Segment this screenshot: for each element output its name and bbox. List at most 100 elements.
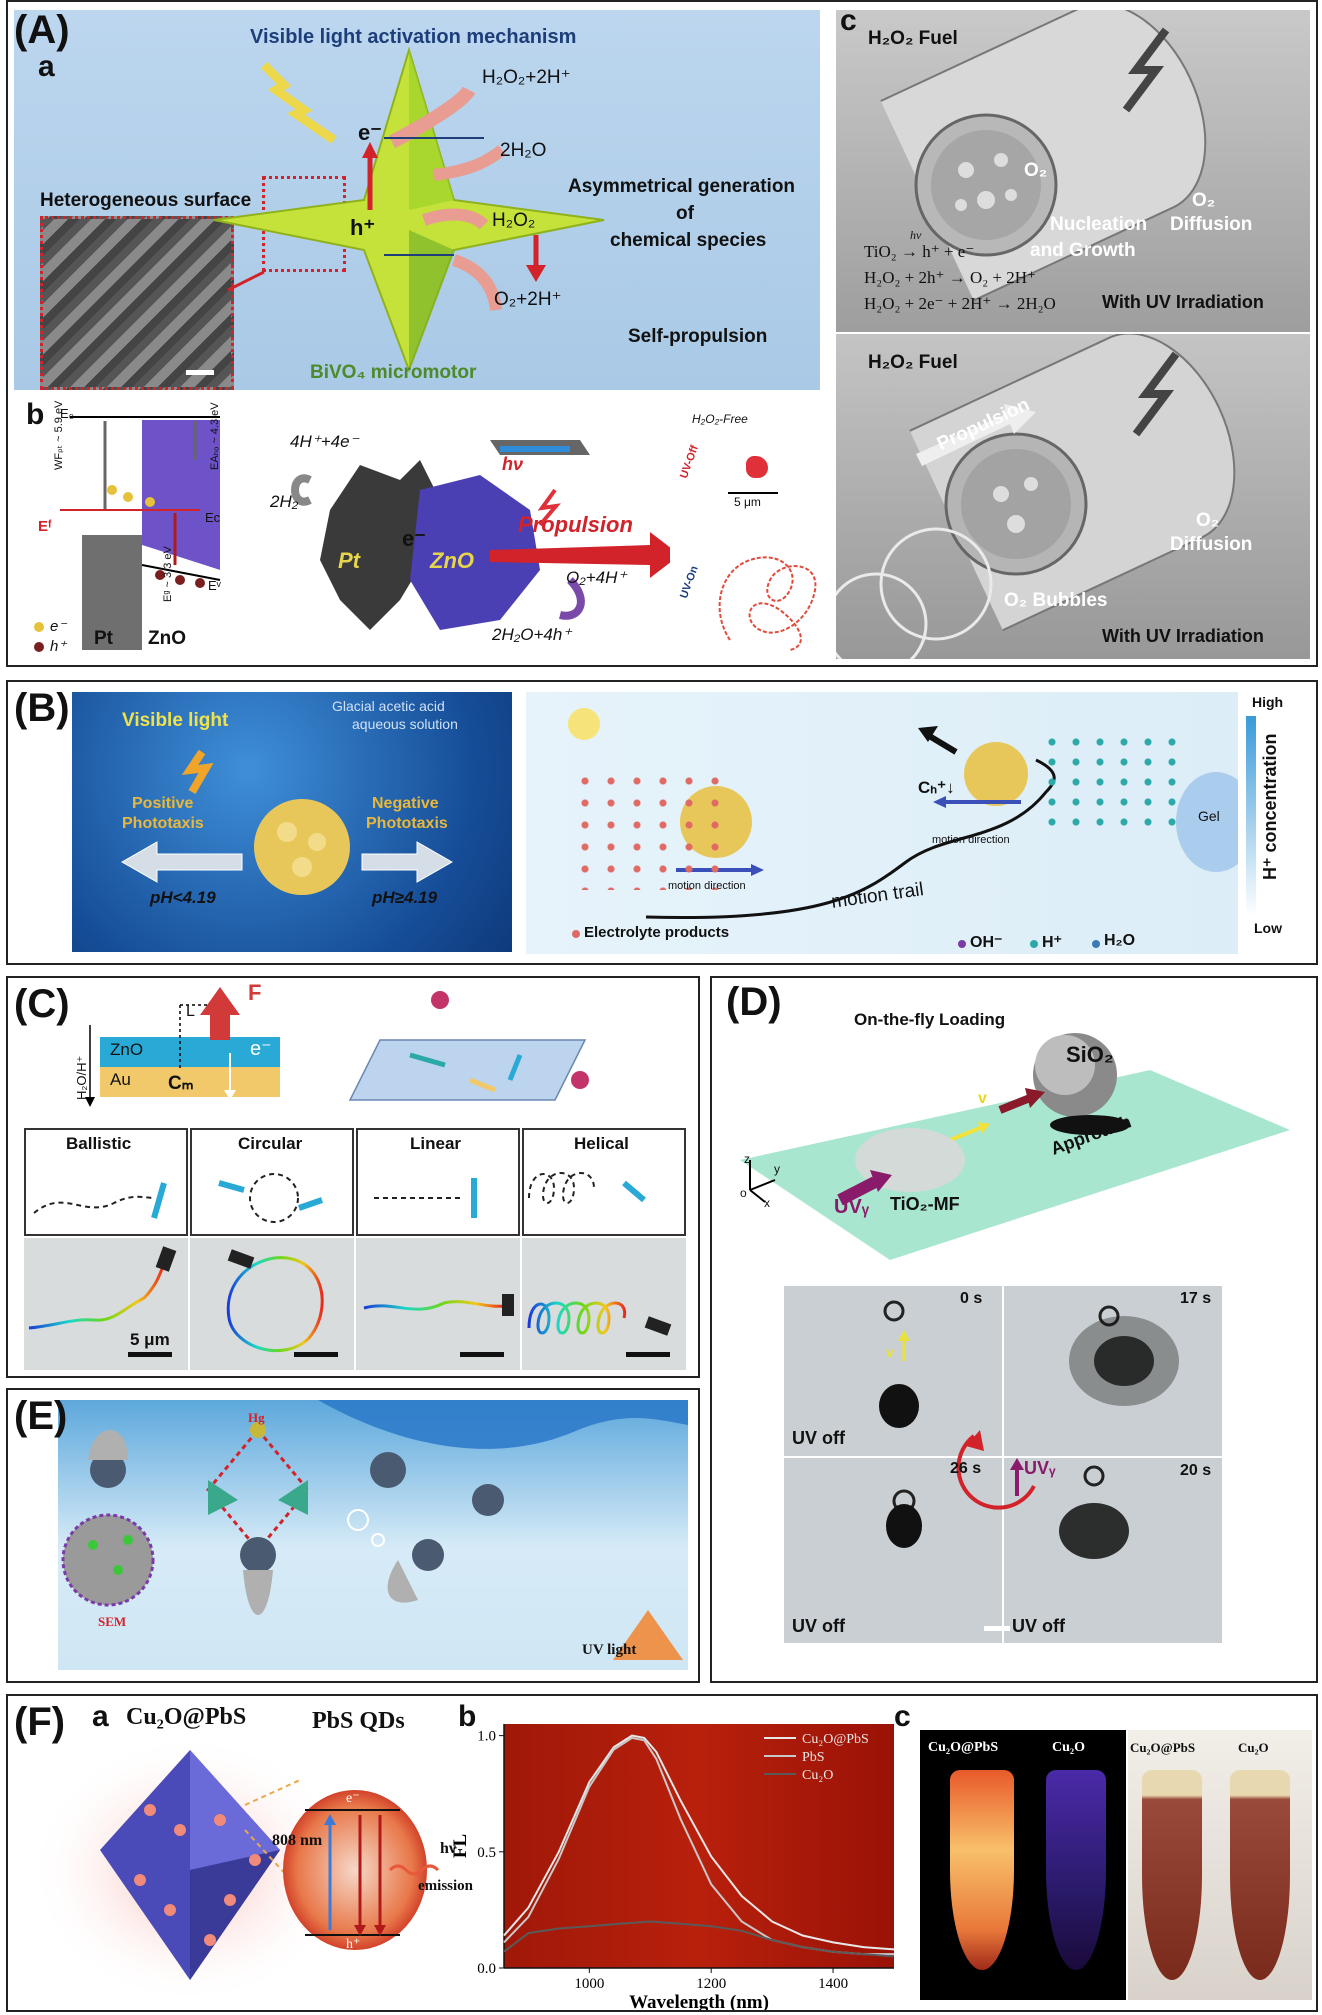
motion-dir-2: motion direction — [932, 834, 1010, 846]
band-wf: WFₚₜ ~ 5.9 eV — [53, 400, 65, 470]
propulsion-label: Propulsion — [518, 512, 633, 537]
mode-ballistic — [24, 1128, 188, 1236]
h-f: h⁺ — [346, 1937, 361, 1952]
emission-label: emission — [418, 1878, 474, 1894]
plot-background — [504, 1724, 894, 1968]
panel-a-a-title: Visible light activation mechanism — [250, 26, 577, 48]
panel-a-frame — [6, 0, 1318, 667]
oh-dot — [958, 940, 966, 948]
photo-tube-1 — [1142, 1770, 1202, 1980]
electrolyte-particles — [572, 770, 732, 890]
panel-d-title: On-the-fly Loading — [854, 1010, 1006, 1029]
scale-bar-c — [128, 1352, 172, 1357]
reaction-4: O₂+2H⁺ — [494, 289, 562, 310]
tio2-label: TiO₂-MF — [890, 1194, 960, 1214]
mode-circular — [190, 1128, 354, 1236]
series-line-2 — [503, 1920, 895, 1958]
force-label: F — [248, 980, 262, 1005]
trajectory-traces — [28, 1246, 672, 1353]
diffusion-bottom: Diffusion — [1170, 534, 1253, 555]
motor-pt: Pt — [338, 548, 360, 573]
legend-label-0: Cu₂O@PbS — [802, 1732, 869, 1747]
ion-particles — [1040, 732, 1190, 832]
trajectory-linear — [356, 1238, 520, 1370]
hv-small: hν — [910, 228, 922, 242]
o2-bottom-label: O₂ — [1196, 510, 1220, 531]
uv-on-trajectory — [718, 556, 817, 651]
nucleation-1: Nucleation — [1050, 214, 1148, 235]
pt-zno-motor — [291, 440, 670, 630]
uv-top: With UV Irradiation — [1102, 292, 1264, 312]
x-tick-label-0: 1000 — [574, 1976, 604, 1992]
micromotor-label: BiVO₄ micromotor — [310, 362, 477, 383]
diffusion-top-o2: O₂ — [1192, 190, 1216, 211]
uv-bottom: With UV Irradiation — [1102, 626, 1264, 646]
equation-2: H₂O₂ + 2h⁺ → O₂ + 2H⁺ — [864, 268, 1037, 287]
band-zno: ZnO — [148, 628, 186, 649]
electron-label: e⁻ — [358, 120, 382, 145]
concentration-bar — [1246, 716, 1256, 916]
uv-label-d: UVᵧ — [834, 1196, 870, 1218]
trajectory-circular — [190, 1238, 354, 1370]
equation-3: H₂O₂ + 2e⁻ + 2H⁺ → 2H₂O — [864, 294, 1056, 313]
y-axis-label: FL — [450, 1834, 471, 1858]
reaction-1: H₂O₂+2H⁺ — [482, 67, 571, 88]
positive-2: Phototaxis — [122, 815, 204, 832]
high-label: High — [1252, 694, 1284, 710]
cm-label: Cₘ — [168, 1073, 194, 1094]
panel-e-frame — [6, 1388, 700, 1683]
axis-y: y — [774, 1162, 780, 1176]
band-e0: E₀ — [60, 406, 75, 421]
band-diagram — [60, 416, 221, 650]
nm-808: 808 nm — [272, 1832, 323, 1849]
glacial-1: Glacial acetic acid — [332, 698, 445, 714]
scale-bar — [728, 492, 778, 494]
sio2-label: SiO₂ — [1066, 1042, 1114, 1067]
panel-d-scene — [740, 1033, 1290, 1260]
concentration-label: H⁺ concentration — [1260, 733, 1280, 880]
axis-z: z — [744, 1152, 750, 1166]
panel-f-b-label: b — [458, 1700, 477, 1733]
panel-e-drawing — [61, 1400, 688, 1660]
panel-a-label: (A) — [14, 8, 70, 52]
scale-bar-helical — [626, 1352, 670, 1357]
water-label: H₂O/H⁺ — [74, 1055, 89, 1100]
cu2o-pbs-title: Cu₂O@PbS — [126, 1704, 247, 1730]
diffusion-top: Diffusion — [1170, 214, 1253, 235]
photo-label-2: Cu₂O — [1238, 1740, 1269, 1755]
panel-c-schematic — [85, 987, 589, 1107]
scale-bar-linear — [460, 1352, 504, 1357]
mode-label-1: Circular — [238, 1134, 303, 1153]
band-ef: Eᶠ — [38, 518, 52, 535]
x-tick-label-1: 1200 — [696, 1976, 726, 1992]
scale-label-c: 5 μm — [130, 1330, 170, 1349]
scale-label: 5 μm — [734, 495, 761, 509]
y-tick-label-0: 0.0 — [477, 1961, 496, 1977]
uv-off-20s: UV off — [1012, 1616, 1065, 1636]
h2o-dot — [1092, 940, 1100, 948]
ph-low: pH<4.19 — [150, 888, 216, 907]
panel-f-frame — [6, 1694, 1318, 2012]
time-20s: 20 s — [1180, 1462, 1212, 1479]
au-layer: Au — [110, 1070, 131, 1089]
fluor-label-1: Cu₂O@PbS — [928, 1740, 999, 1755]
band-ev: Eᵛ — [208, 578, 221, 593]
legend-label-2: Cu₂O — [802, 1768, 833, 1783]
time-17s: 17 s — [1180, 1290, 1212, 1307]
time-26s: 26 s — [950, 1460, 982, 1477]
band-ec: Eᴄ — [205, 510, 221, 525]
motion-dir-1: motion direction — [668, 880, 746, 892]
gel-label: Gel — [1198, 808, 1220, 824]
panel-a-b-label: b — [26, 398, 45, 431]
reaction-o2: O₂+4H⁺ — [566, 568, 627, 587]
panel-e-image — [58, 1400, 688, 1670]
negative-1: Negative — [372, 795, 439, 812]
panel-f-label: (F) — [14, 1700, 66, 1744]
sem-label-e: SEM — [98, 1614, 127, 1629]
e-f: e⁻ — [346, 1791, 360, 1806]
oh-label: OH⁻ — [970, 934, 1003, 951]
motor-zno: ZnO — [430, 548, 474, 573]
panel-a-c-label: c — [840, 4, 857, 37]
frame-clusters — [879, 1300, 1179, 1631]
motor-e: e⁻ — [402, 526, 426, 551]
